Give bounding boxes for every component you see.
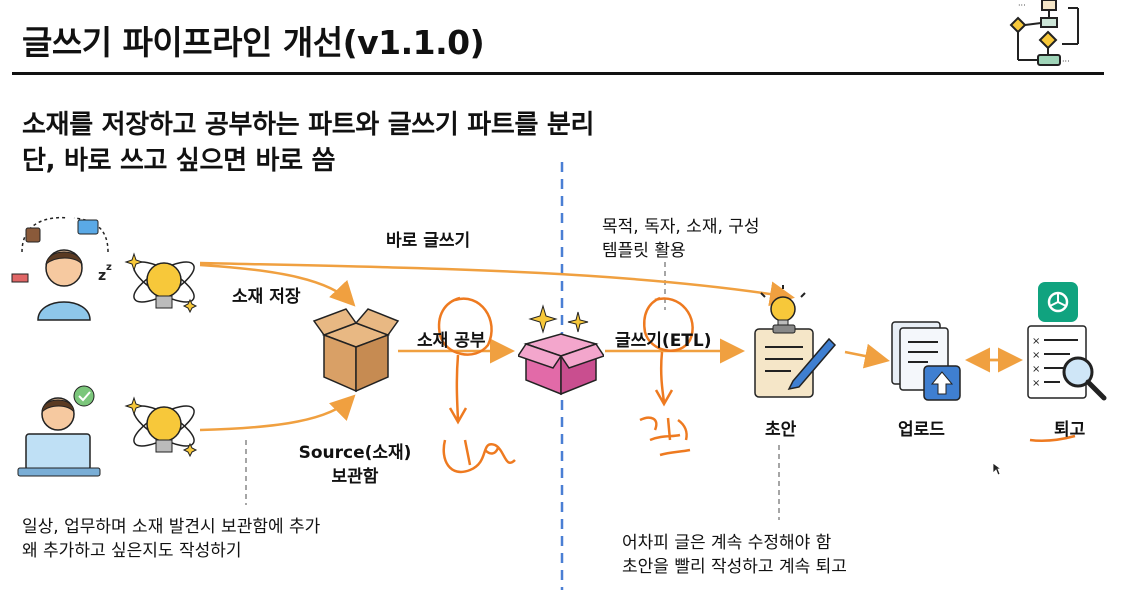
draft-upload-arrow [844, 343, 890, 369]
template-note-line-2: 템플릿 활용 [602, 241, 686, 261]
svg-text:×: × [1032, 336, 1040, 347]
svg-text:z: z [98, 268, 106, 284]
mouse-cursor-icon [992, 462, 1002, 476]
svg-text:z: z [106, 262, 112, 273]
handwritten-scribble-study [442, 439, 516, 474]
handwritten-arrow-study [448, 354, 468, 425]
revise-note-line-1: 어차피 글은 계속 수정해야 함 [622, 533, 832, 553]
magic-box-icon [518, 304, 604, 396]
svg-text:×: × [1032, 350, 1040, 361]
source-box-label-1: Source(소재) [298, 443, 412, 463]
revise-document-icon: × × × × [1027, 325, 1107, 401]
svg-text:···: ··· [1018, 1, 1026, 10]
upload-document-icon [891, 321, 961, 401]
draft-label: 초안 [765, 420, 797, 440]
idea-bulb-icon-top [124, 252, 198, 314]
svg-text:×: × [1032, 364, 1040, 375]
subtitle-line-1: 소재를 저장하고 공부하는 파트와 글쓰기 파트를 분리 [22, 110, 595, 140]
writing-etl-label: 글쓰기(ETL) [615, 331, 712, 351]
chatgpt-logo-icon [1038, 282, 1078, 322]
source-arrow [199, 394, 356, 432]
study-material-label: 소재 공부 [417, 331, 486, 351]
header-rule [12, 72, 1104, 75]
svg-text:···: ··· [1062, 57, 1070, 66]
handwritten-scribble-etl [639, 416, 691, 457]
handwritten-underline-revise [1029, 434, 1076, 443]
upload-label: 업로드 [898, 420, 945, 440]
home-worker-icon: z z [11, 216, 112, 321]
handwritten-circle-study [437, 296, 493, 356]
draft-document-icon [754, 285, 837, 398]
idea-bulb-icon-bottom [124, 396, 198, 458]
source-box-label-2: 보관함 [331, 467, 379, 487]
subtitle-line-2: 단, 바로 쓰고 싶으면 바로 씀 [22, 146, 336, 176]
handwritten-arrow-etl [654, 351, 674, 407]
slide-title: 글쓰기 파이프라인 개선(v1.1.0) [22, 23, 485, 62]
revise-label: 퇴고 [1054, 420, 1086, 440]
svg-text:×: × [1032, 378, 1040, 389]
handwritten-circle-etl [643, 296, 694, 352]
save-material-label: 소재 저장 [232, 287, 301, 307]
daily-note-line-1: 일상, 업무하며 소재 발견시 보관함에 추가 [22, 517, 321, 537]
office-worker-icon [17, 385, 101, 477]
template-note-line-1: 목적, 독자, 소재, 구성 [602, 217, 760, 237]
revise-note-line-2: 초안을 빨리 작성하고 계속 퇴고 [622, 557, 847, 577]
flowchart-icon: ··· ··· [1009, 0, 1079, 66]
save-material-arrow [199, 263, 356, 307]
daily-note-line-2: 왜 추가하고 싶은지도 작성하기 [22, 541, 242, 561]
direct-write-label: 바로 글쓰기 [386, 231, 471, 251]
storage-box-icon [312, 308, 400, 393]
direct-write-arrow [199, 261, 795, 307]
